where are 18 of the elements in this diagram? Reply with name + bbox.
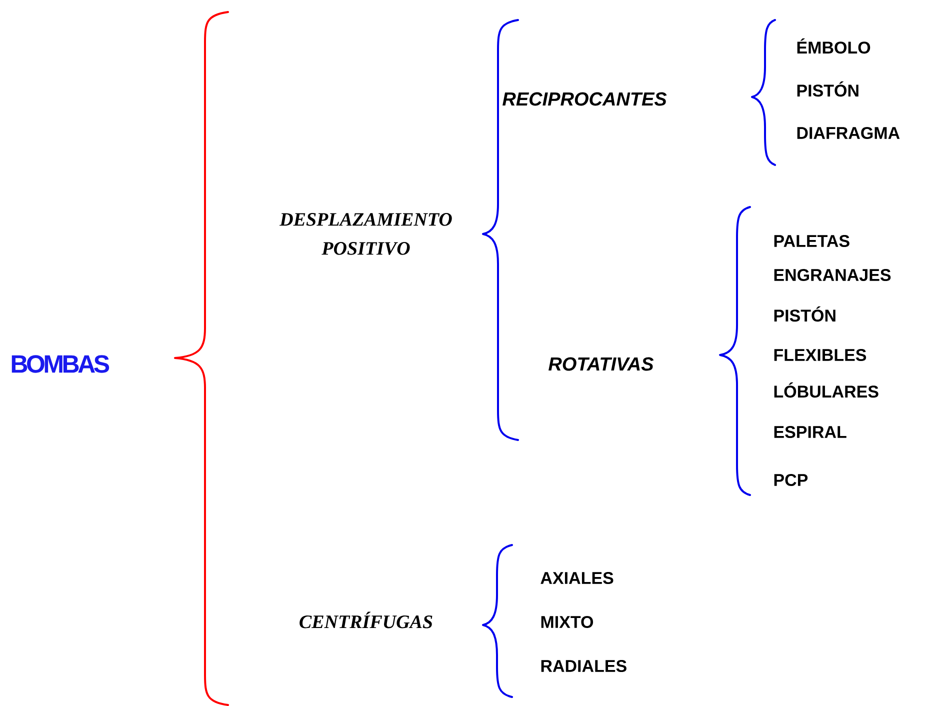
item-label: DIAFRAGMA	[797, 126, 900, 140]
item-label: RADIALES	[541, 660, 626, 672]
item-label: ESPIRAL	[774, 426, 846, 438]
subcategory-label: RECIPROCANTES	[502, 92, 667, 106]
subcategory-label: ROTATIVAS	[548, 357, 654, 371]
category-label: DESPLAZAMIENTO POSITIVO	[279, 213, 452, 255]
item-label: PALETAS	[774, 234, 850, 248]
item-label: MIXTO	[541, 616, 594, 628]
root-label: BOMBAS	[12, 355, 110, 373]
item-label: FLEXIBLES	[774, 348, 866, 362]
item-label: ÉMBOLO	[797, 38, 870, 54]
item-label: PISTÓN	[797, 81, 858, 97]
item-label: ENGRANAJES	[774, 268, 891, 282]
item-label: PCP	[774, 474, 808, 486]
item-label: AXIALES	[540, 572, 614, 584]
category-label: CENTRÍFUGAS	[300, 612, 432, 628]
item-label: PISTÓN	[774, 306, 836, 322]
item-label: LÓBULARES	[774, 382, 878, 398]
